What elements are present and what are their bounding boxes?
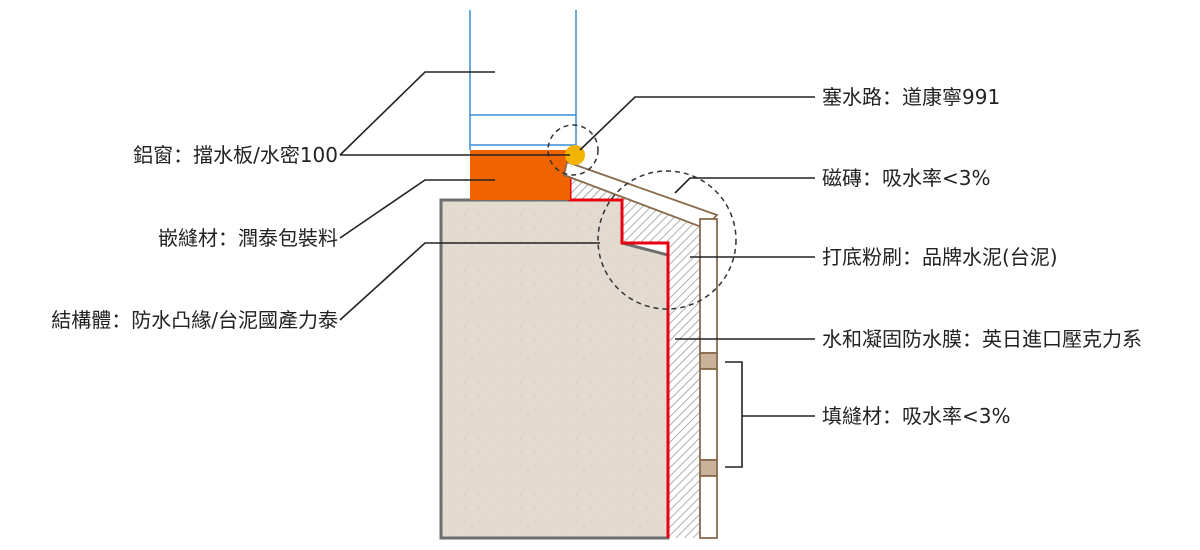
highlight-circle-large [597,170,737,310]
mortar-render-layer [570,172,700,538]
leader-tile [674,177,815,194]
label-waterproof-membrane: 水和凝固防水膜：英日進口壓克力系 [822,327,1142,351]
leader-grout-bracket [725,361,743,468]
leader-backer-rod [579,96,815,151]
label-sealant-joint: 嵌縫材：潤泰包裝料 [158,226,338,250]
label-grout: 填縫材：吸水率<3% [822,404,1011,428]
leader-sealant-joint [339,179,495,239]
aluminum-window-frame [469,10,577,150]
sealant-joint-block [470,150,570,200]
highlight-circle-small [547,124,599,176]
concrete-structure [439,198,670,540]
leader-window [339,71,495,156]
label-tile: 磁磚：吸水率<3% [822,166,991,190]
label-mortar: 打底粉刷：品牌水泥(台泥) [822,245,1058,269]
label-structure: 結構體：防水凸緣/台泥國產力泰 [51,308,338,332]
label-backer-rod: 塞水路：道康寧991 [822,85,1001,109]
label-aluminum-window: 鋁窗：擋水板/水密100 [133,143,338,167]
leader-structure [339,242,600,321]
wall-tile-column [699,218,718,539]
